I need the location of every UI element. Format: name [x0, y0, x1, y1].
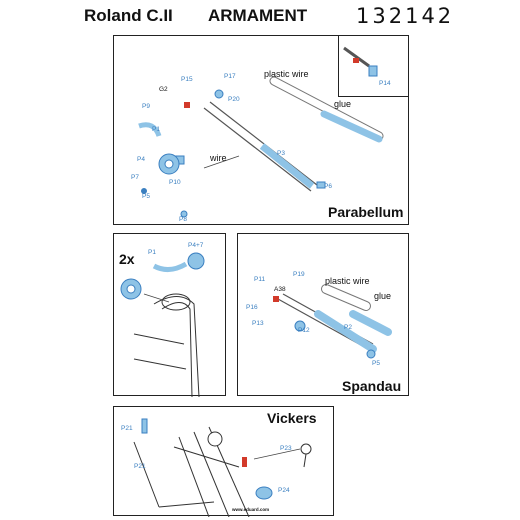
- part-label: P16: [246, 304, 258, 311]
- parabellum-plastic-wire-note: plastic wire: [264, 69, 309, 79]
- part-label: P8: [179, 216, 187, 223]
- kit-code: 132142: [356, 4, 455, 28]
- part-label: P4: [137, 156, 145, 163]
- part-label: P6: [324, 183, 332, 190]
- vickers-panel: Vickers P21 P21 P23 P24 www.eduard.com: [113, 406, 334, 517]
- part-label: P5: [142, 193, 150, 200]
- part-label: P21: [121, 425, 133, 432]
- mount-multiplier: 2x: [119, 251, 135, 267]
- part-label: P2: [344, 324, 352, 331]
- kit-title: Roland C.II: [84, 6, 173, 25]
- part-label: P14: [379, 80, 391, 87]
- part-label: P9: [142, 103, 150, 110]
- parabellum-drawing: [138, 76, 384, 218]
- parabellum-glue-note: glue: [334, 99, 352, 109]
- spandau-label: Spandau: [342, 378, 402, 394]
- spandau-panel: plastic wire glue P11 P19 A38 P16 P13 P1…: [237, 233, 409, 396]
- section-title: ARMAMENT: [208, 6, 308, 25]
- spandau-drawing: [273, 284, 392, 359]
- part-label: P20: [228, 96, 240, 103]
- part-label: P17: [224, 73, 236, 80]
- part-label: P13: [252, 320, 264, 327]
- part-label: P12: [298, 327, 310, 334]
- part-label: A38: [274, 286, 286, 293]
- parabellum-inset-panel: P14: [338, 35, 409, 97]
- spandau-plastic-wire-note: plastic wire: [325, 276, 370, 286]
- vickers-label: Vickers: [267, 410, 317, 426]
- part-label: P19: [293, 271, 305, 278]
- part-label: P5: [372, 360, 380, 367]
- mount-drawing: [120, 252, 205, 397]
- part-label: P15: [181, 76, 193, 83]
- part-label: P24: [278, 487, 290, 494]
- spandau-glue-note: glue: [374, 291, 392, 301]
- part-label: P11: [254, 276, 266, 283]
- part-label: P1: [148, 249, 156, 256]
- parabellum-wire-note: wire: [210, 153, 227, 163]
- part-label: P23: [280, 445, 292, 452]
- website-footer: www.eduard.com: [232, 507, 270, 512]
- inset-drawing: [343, 46, 378, 77]
- part-label: P21: [134, 463, 146, 470]
- part-label: P1: [152, 126, 160, 133]
- part-label: G2: [159, 86, 168, 93]
- part-label: P3: [277, 150, 285, 157]
- mount-panel: 2x P1 P4+7: [113, 233, 226, 397]
- parabellum-label: Parabellum: [328, 204, 404, 220]
- part-label: P7: [131, 174, 139, 181]
- vickers-drawing: [133, 418, 312, 517]
- part-label: P10: [169, 179, 181, 186]
- part-label: P4+7: [188, 242, 204, 249]
